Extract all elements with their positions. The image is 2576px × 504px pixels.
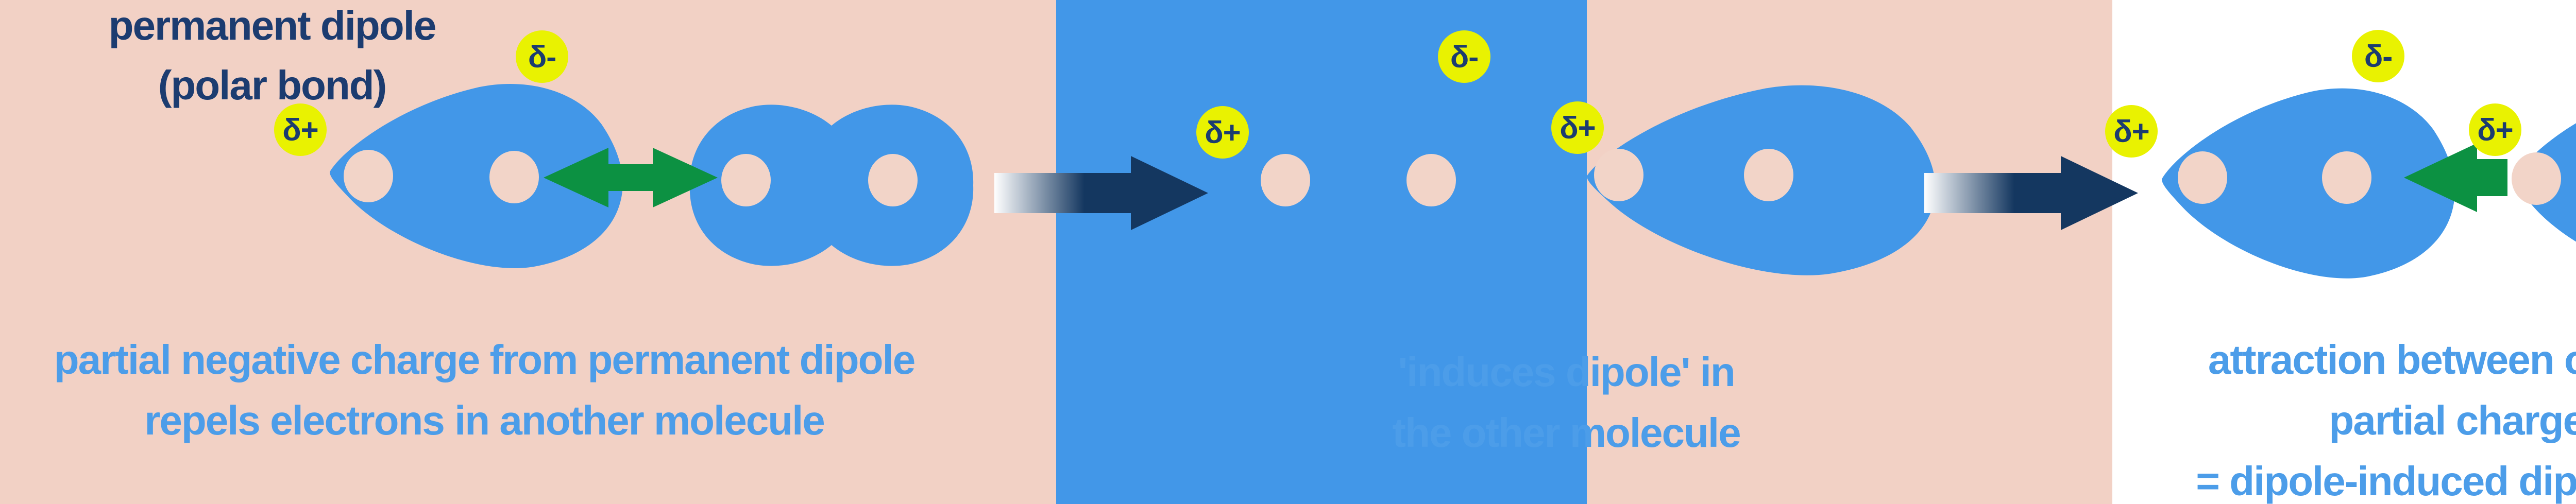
caption-right-line-1: attraction between opposite (2208, 337, 2576, 383)
delta-minus-label: δ- (2364, 39, 2393, 74)
atom-hole (2178, 151, 2227, 204)
caption-left-line-2: repels electrons in another molecule (144, 397, 825, 443)
caption-middle: 'induces dipole' in the other molecule (1206, 342, 1927, 463)
title-line-2: (polar bond) (158, 62, 387, 108)
atom-hole (868, 154, 918, 206)
delta-minus-label: δ- (1450, 39, 1479, 74)
delta-plus-label: δ+ (2477, 112, 2513, 147)
delta-minus-badge: δ- (1438, 30, 1490, 83)
delta-plus-badge: δ+ (1196, 106, 1249, 159)
atom-hole (2512, 152, 2561, 205)
delta-minus-badge: δ- (516, 30, 568, 83)
atom-hole (1261, 154, 1310, 206)
caption-right-line-2: partial charges (2329, 397, 2576, 443)
title-line-1: permanent dipole (108, 3, 437, 48)
caption-middle-line-1: 'induces dipole' in (1398, 349, 1735, 395)
delta-plus-label: δ+ (2113, 114, 2149, 149)
delta-plus-label: δ+ (282, 112, 318, 147)
attraction-arrow-icon (2404, 143, 2507, 212)
atom-hole (1406, 154, 1456, 206)
atom-hole (344, 150, 393, 202)
page-title: permanent dipole (polar bond) (14, 0, 530, 115)
caption-left-line-1: partial negative charge from permanent d… (54, 337, 916, 383)
caption-left: partial negative charge from permanent d… (0, 329, 999, 451)
delta-plus-label: δ+ (1205, 115, 1241, 150)
caption-right-line-3: = dipole-induced dipole force (2196, 458, 2576, 504)
caption-middle-line-2: the other molecule (1392, 410, 1741, 456)
atom-hole (2322, 151, 2371, 204)
atom-hole (489, 151, 539, 203)
delta-plus-badge: δ+ (1551, 101, 1604, 154)
delta-plus-badge: δ+ (274, 103, 327, 156)
atom-hole (1594, 149, 1643, 201)
caption-right: attraction between opposite partial char… (2107, 329, 2576, 504)
delta-plus-badge: δ+ (2105, 105, 2158, 158)
atom-hole (1744, 149, 1793, 201)
step-arrow-icon-1 (994, 156, 1208, 230)
atom-hole (721, 154, 771, 206)
delta-plus-badge: δ+ (2469, 103, 2521, 156)
repulsion-double-arrow-icon (544, 148, 718, 207)
step-arrow-icon-2 (1924, 156, 2138, 230)
delta-minus-label: δ- (528, 39, 556, 74)
induced-dipole-region (1056, 0, 1587, 504)
delta-plus-label: δ+ (1560, 110, 1596, 145)
delta-minus-badge: δ- (2352, 30, 2404, 82)
